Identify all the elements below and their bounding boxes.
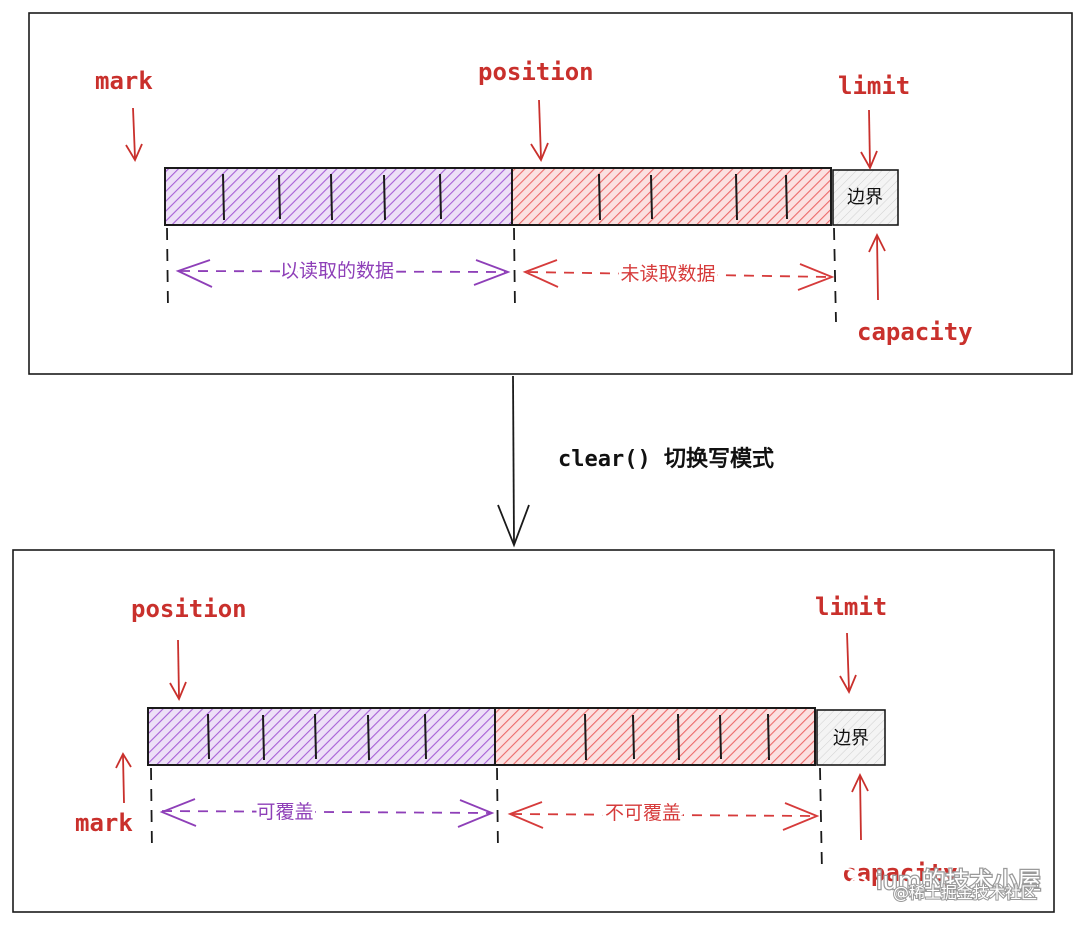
watermark: ium的技术小屋 @稀土掘金技术社区 [832,866,1043,903]
bottom-mark-label: mark [75,809,133,837]
top-position-label: position [478,58,594,86]
top-read-region [164,167,513,226]
bottom-not-writable-range-arrow [507,801,820,831]
top-unread-range-arrow [522,259,835,291]
top-panel-frame [28,12,1073,375]
top-position-arrow [530,99,549,162]
top-unread-region [511,167,832,226]
bottom-position-label: position [131,595,247,623]
top-capacity-label: capacity [857,318,973,346]
bottom-position-arrow [169,639,187,702]
bottom-panel-frame [12,549,1055,913]
bottom-cell-dividers [207,713,770,761]
top-boundary-label: 边界 [847,187,883,208]
bottom-writable-range-arrow [159,798,495,828]
watermark-channel: ium的技术小屋 [876,867,1041,895]
top-capacity-arrow [868,232,886,301]
top-limit-arrow [860,109,878,171]
bottom-capacity-arrow [851,772,869,841]
top-unread-region-label: 未读取数据 [620,263,715,285]
transition-arrow [497,375,530,548]
watermark-source: @稀土掘金技术社区 [893,883,1037,902]
wechat-icon [832,867,870,894]
bottom-limit-label: limit [815,593,887,621]
bottom-not-writable-region [494,707,816,766]
bottom-writable-label: 可覆盖 [256,801,313,823]
bottom-guides [150,767,823,873]
top-cell-dividers [222,173,788,221]
top-guides [166,227,837,323]
top-panel: 边界 以读取的数据 未读取数据 mark position [28,12,1073,375]
bottom-mark-arrow [115,752,132,804]
bottom-panel: 边界 可覆盖 不可覆盖 position limit mark [12,549,1055,913]
top-read-region-label: 以读取的数据 [280,260,394,282]
transition-label: clear() 切换写模式 [558,446,774,472]
top-limit-label: limit [838,72,910,100]
top-read-range-arrow [175,259,511,288]
top-boundary-cell [832,169,899,226]
bottom-not-writable-label: 不可覆盖 [605,802,681,824]
top-mark-label: mark [95,67,153,95]
bottom-boundary-label: 边界 [833,728,869,749]
bottom-writable-region [147,707,496,766]
bottom-capacity-label: capacity [842,859,958,887]
bottom-boundary-cell [816,709,886,766]
top-mark-arrow [125,107,143,162]
bottom-limit-arrow [839,632,857,695]
